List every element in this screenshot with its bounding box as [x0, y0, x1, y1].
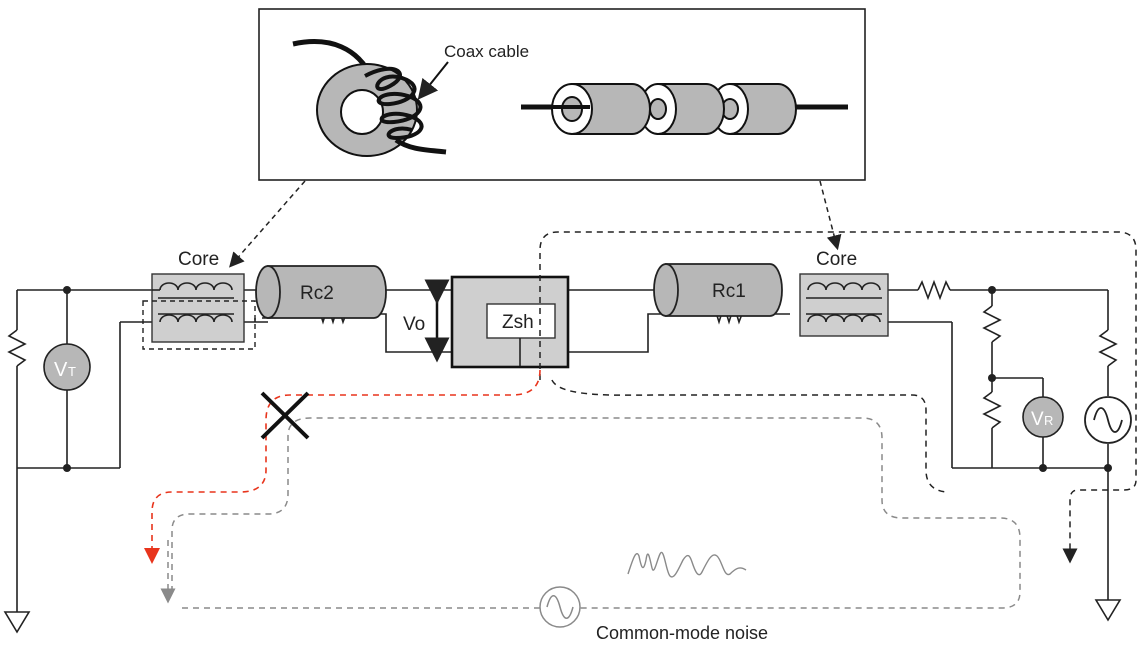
ferrite-bead-icon [521, 83, 848, 135]
vt-main: V [54, 359, 68, 381]
vt-sub: T [68, 364, 76, 379]
ac-source-icon [1084, 396, 1132, 444]
circuit-wiring [3, 279, 1122, 634]
core-left-label: Core [178, 249, 219, 270]
noise-source-icon [539, 586, 581, 628]
vr-sub: R [1044, 413, 1053, 428]
voltmeter-vt: V T [43, 343, 91, 391]
pointer-left [229, 180, 306, 268]
noise-path-red [144, 369, 541, 564]
coax-rc1: Rc1 [653, 263, 783, 317]
rc1-label: Rc1 [712, 281, 746, 302]
noise-path-gray [171, 417, 1021, 609]
shunt-zsh: Zsh [450, 275, 570, 369]
voltmeter-vr: V R [1022, 396, 1064, 438]
noise-waveform-icon [627, 551, 747, 578]
core-left: Core [142, 249, 256, 350]
blocked-cross-icon [260, 391, 310, 440]
coax-rc2: Rc2 [255, 265, 387, 319]
coax-cable-label: Coax cable [444, 42, 529, 61]
inset-core-illustration: Coax cable [258, 8, 866, 181]
vr-main: V [1031, 409, 1044, 430]
rc2-label: Rc2 [300, 283, 334, 304]
common-mode-noise-label: Common-mode noise [596, 623, 768, 643]
core-right: Core [799, 249, 889, 337]
noise-return-path-dark-branch [551, 379, 947, 493]
vo-label: Vo [403, 314, 425, 335]
core-right-label: Core [816, 249, 857, 270]
zsh-label: Zsh [502, 312, 534, 333]
toroid-core-icon [292, 39, 447, 157]
noise-return-path-dark [539, 231, 1137, 564]
pointer-right [819, 180, 842, 251]
